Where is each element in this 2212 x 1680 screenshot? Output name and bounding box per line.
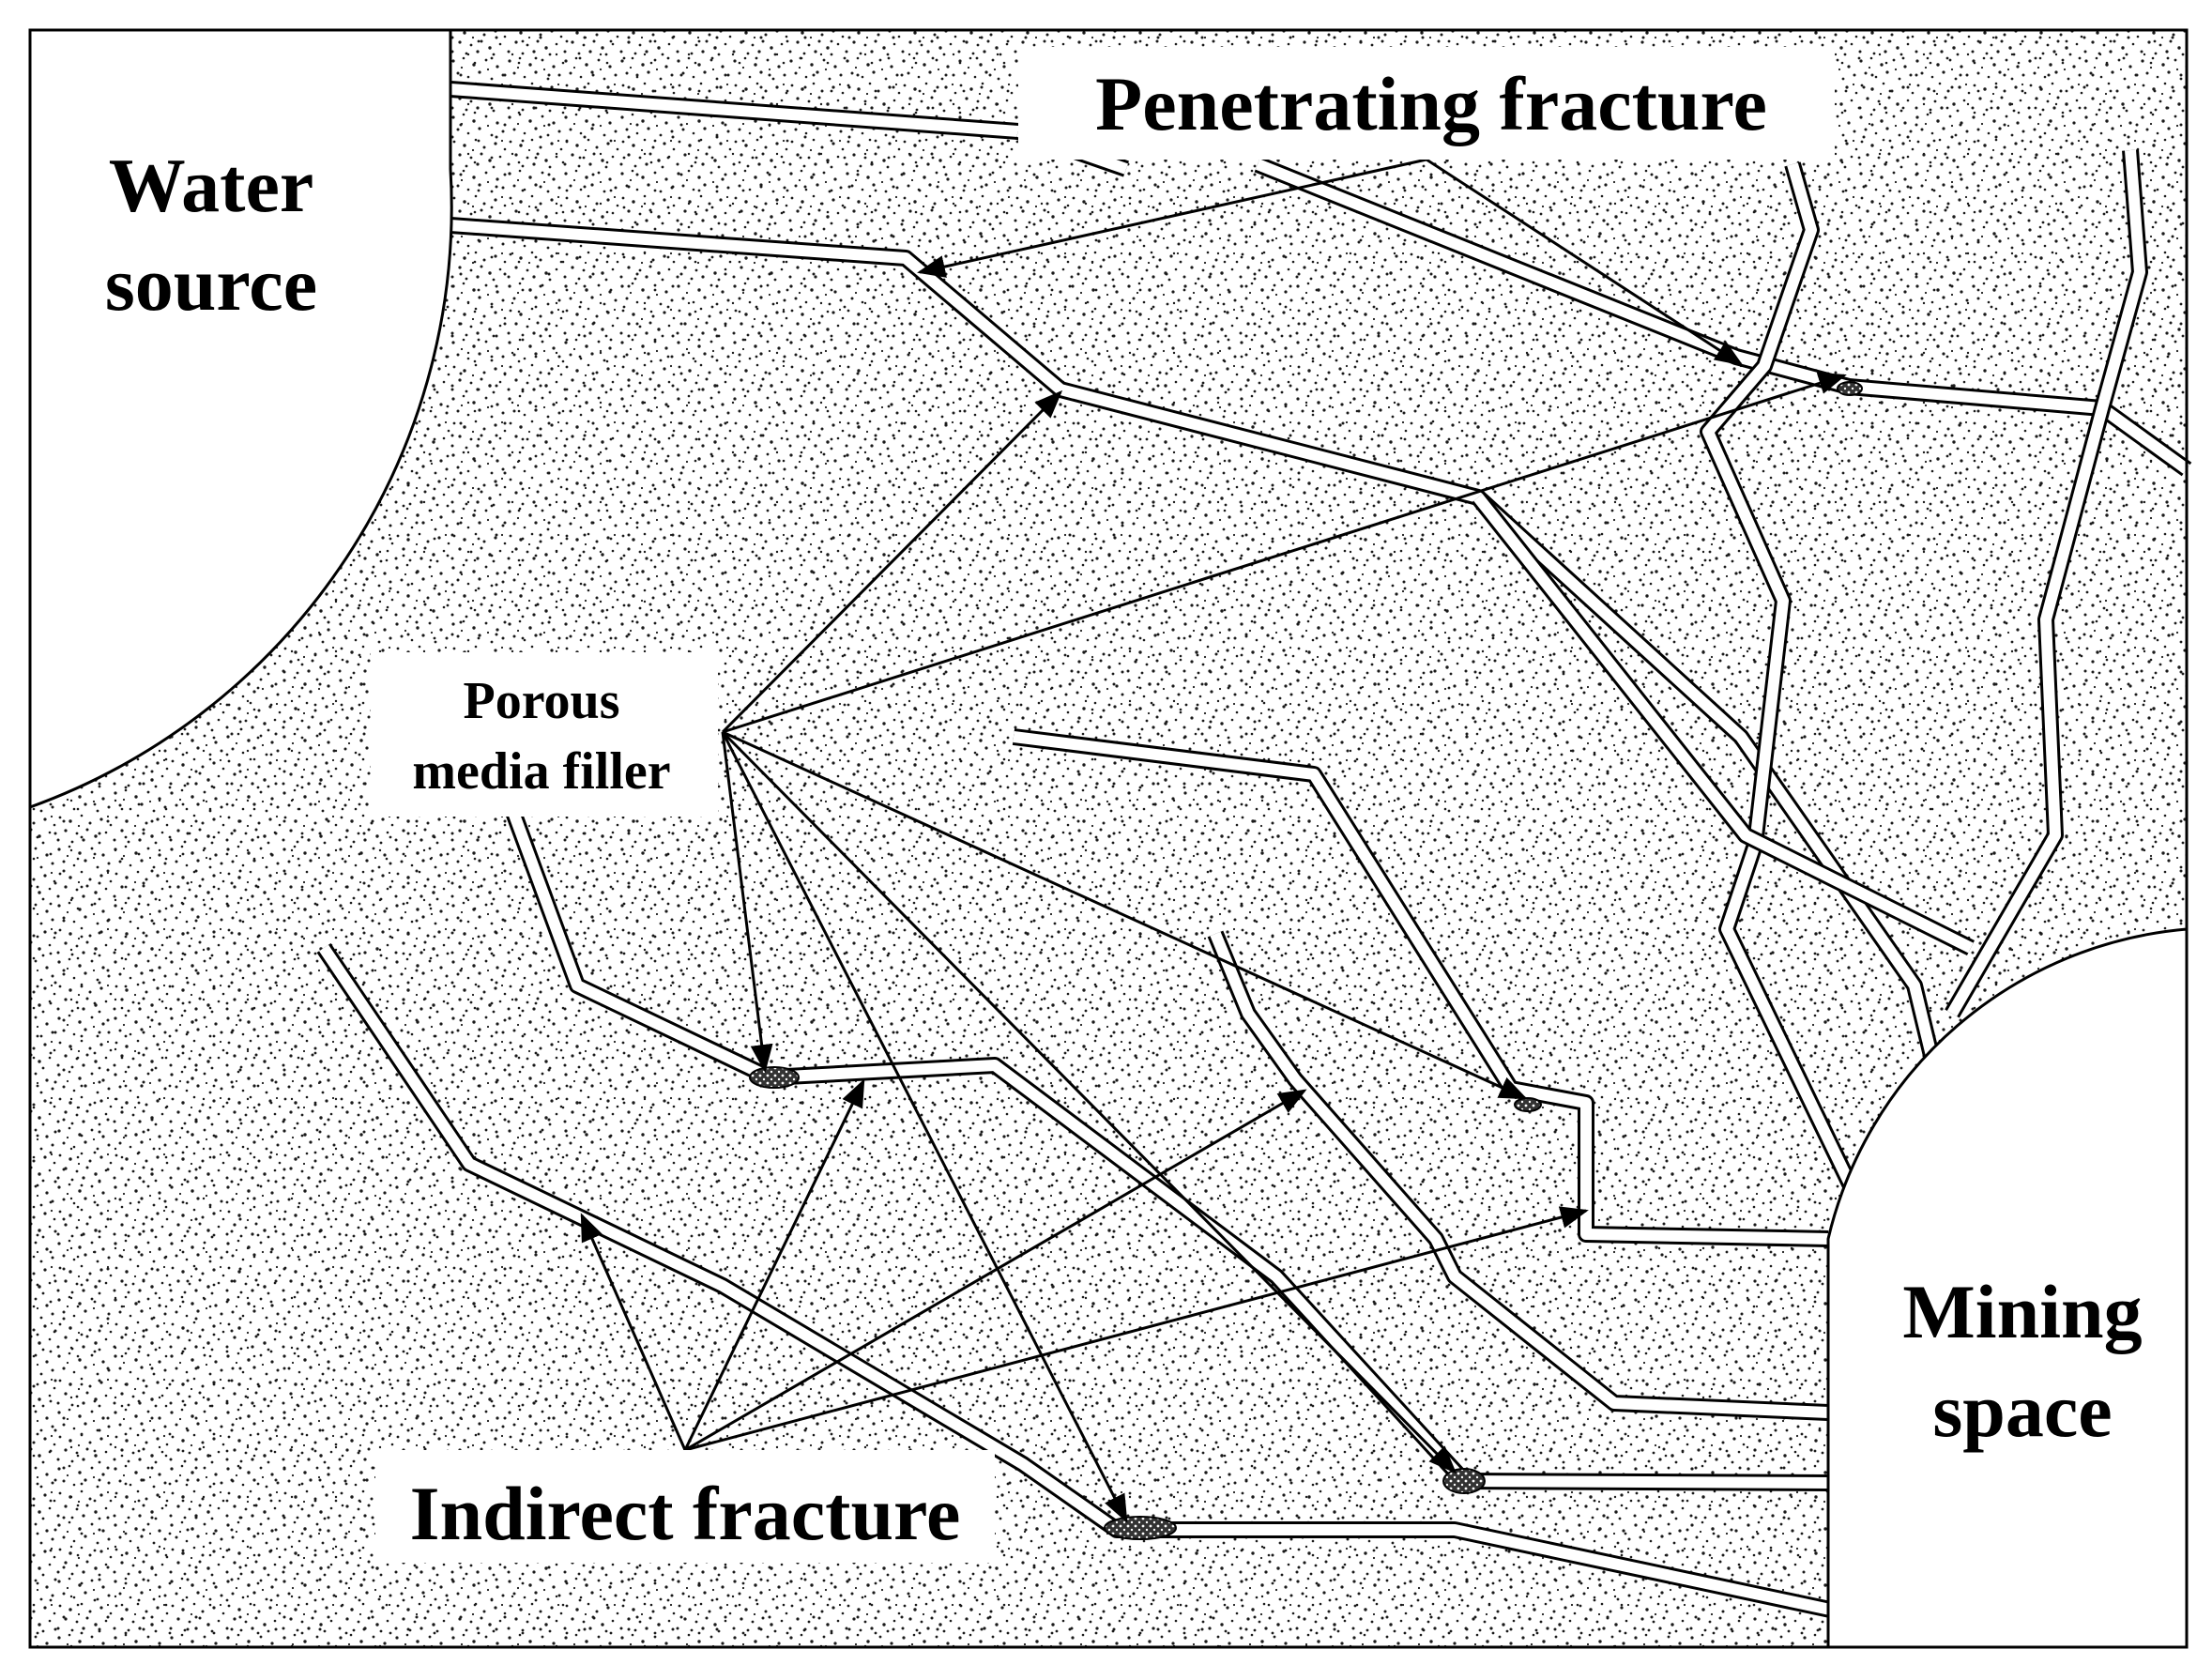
label-porous-media-filler: Porous media filler <box>371 652 718 817</box>
label-indirect-fracture: Indirect fracture <box>375 1450 995 1563</box>
water-source-region <box>28 28 453 810</box>
fracture-channel <box>1702 162 1864 1204</box>
label-water-source: Water source <box>105 143 317 327</box>
fracture-channel <box>1013 731 1829 1245</box>
mining-space-line-1: Mining <box>1902 1269 2142 1354</box>
pointer-arrows <box>580 158 1847 1523</box>
indirect-fracture-text: Indirect fracture <box>410 1471 961 1556</box>
arrow-head <box>721 731 1128 1523</box>
label-mining-space: Mining space <box>1902 1269 2142 1453</box>
porous-filler-blob <box>1514 1097 1542 1112</box>
arrow-head <box>684 1089 1307 1452</box>
porous-filler-blob <box>1104 1516 1177 1540</box>
porous-filler-blob <box>1442 1468 1486 1494</box>
porous-filler-blob <box>1837 381 1863 396</box>
penetrating-fracture-text: Penetrating fracture <box>1095 61 1767 146</box>
mining-space-line-2: space <box>1932 1367 2112 1453</box>
arrow-head <box>721 731 773 1073</box>
porous-media-filler-line-1: Porous <box>464 672 620 730</box>
arrow-head <box>722 372 1847 734</box>
arrow-head <box>580 1213 687 1451</box>
fracture-channel <box>1210 931 1829 1418</box>
porous-media-filler-line-2: media filler <box>412 742 670 801</box>
arrow-head <box>683 1078 865 1451</box>
arrow-head <box>684 1206 1589 1452</box>
arrow-head <box>721 730 1457 1474</box>
water-source-line-1: Water <box>109 143 314 228</box>
fracture-channel <box>1946 149 2145 1017</box>
fracture-channel <box>319 944 1832 1615</box>
fracture-channel <box>1463 1475 1829 1489</box>
water-source-line-2: source <box>105 241 317 327</box>
diagram-frame <box>28 28 2189 1649</box>
arrow-head <box>722 730 1528 1100</box>
fracture-channel <box>1473 494 1974 954</box>
arrow-head <box>1426 158 1744 366</box>
arrow-head <box>721 389 1063 734</box>
label-penetrating-fracture: Penetrating fracture <box>1018 47 1835 160</box>
fracture-channel <box>450 84 1019 137</box>
arrow-head <box>917 158 1427 278</box>
porous-filler-blob <box>749 1066 800 1089</box>
mining-space-region <box>1826 927 2189 1649</box>
fracture-channel <box>506 804 1469 1486</box>
